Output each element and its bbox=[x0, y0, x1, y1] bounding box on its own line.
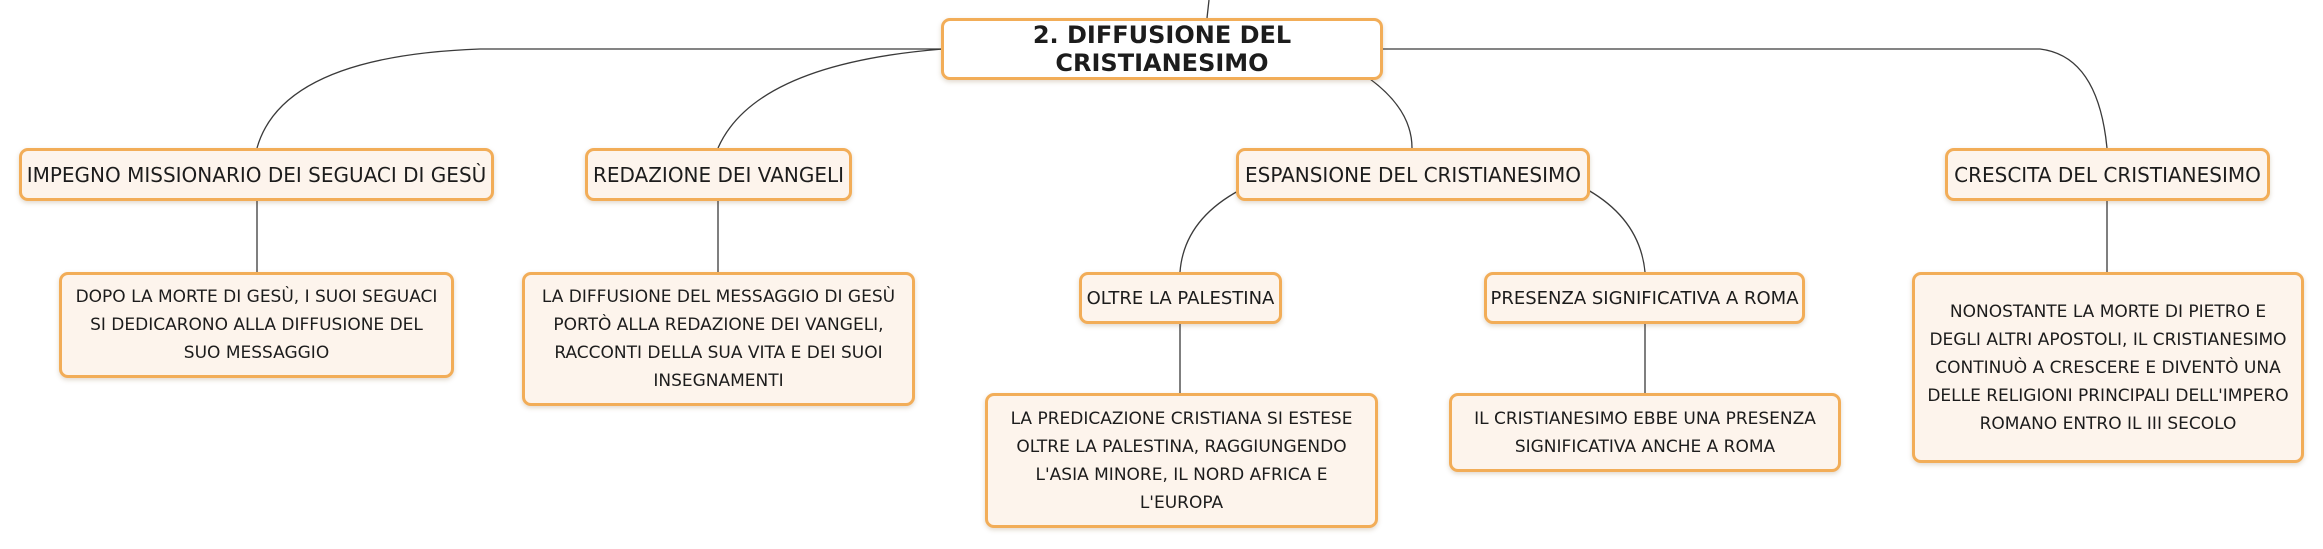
detail-roma[interactable]: IL CRISTIANESIMO EBBE UNA PRESENZA SIGNI… bbox=[1449, 393, 1841, 472]
topic-redazione-label: REDAZIONE DEI VANGELI bbox=[592, 162, 845, 187]
detail-redazione-text: LA DIFFUSIONE DEL MESSAGGIO DI GESÙ PORT… bbox=[541, 287, 896, 391]
topic-impegno-missionario[interactable]: IMPEGNO MISSIONARIO DEI SEGUACI DI GESÙ bbox=[19, 148, 494, 201]
detail-crescita[interactable]: NONOSTANTE LA MORTE DI PIETRO E DEGLI AL… bbox=[1912, 272, 2304, 463]
subtopic-presenza-roma[interactable]: PRESENZA SIGNIFICATIVA A ROMA bbox=[1484, 272, 1805, 324]
connector-espansione-roma bbox=[1587, 189, 1646, 273]
topic-redazione-vangeli[interactable]: REDAZIONE DEI VANGELI bbox=[585, 148, 852, 201]
detail-redazione[interactable]: LA DIFFUSIONE DEL MESSAGGIO DI GESÙ PORT… bbox=[522, 272, 915, 406]
connector-root-impegno bbox=[256, 48, 943, 149]
connector-root-parent bbox=[1206, 0, 1210, 19]
connector-root-espansione bbox=[1369, 78, 1413, 149]
detail-palestina[interactable]: LA PREDICAZIONE CRISTIANA SI ESTESE OLTR… bbox=[985, 393, 1378, 528]
topic-crescita-label: CRESCITA DEL CRISTIANESIMO bbox=[1954, 162, 2261, 187]
connector-root-crescita bbox=[1381, 48, 2108, 149]
central-topic[interactable]: 2. DIFFUSIONE DEL CRISTIANESIMO bbox=[941, 18, 1383, 80]
subtopic-palestina-label: OLTRE LA PALESTINA bbox=[1086, 287, 1275, 309]
detail-impegno-text: DOPO LA MORTE DI GESÙ, I SUOI SEGUACI SI… bbox=[75, 287, 438, 363]
connector-root-redazione bbox=[717, 48, 944, 149]
connector-espansione-palestina bbox=[1179, 189, 1241, 273]
topic-impegno-label: IMPEGNO MISSIONARIO DEI SEGUACI DI GESÙ bbox=[26, 162, 487, 187]
topic-espansione-label: ESPANSIONE DEL CRISTIANESIMO bbox=[1244, 162, 1582, 187]
central-topic-label: 2. DIFFUSIONE DEL CRISTIANESIMO bbox=[1032, 21, 1292, 77]
detail-crescita-text: NONOSTANTE LA MORTE DI PIETRO E DEGLI AL… bbox=[1927, 301, 2289, 434]
detail-roma-text: IL CRISTIANESIMO EBBE UNA PRESENZA SIGNI… bbox=[1474, 408, 1816, 457]
topic-crescita[interactable]: CRESCITA DEL CRISTIANESIMO bbox=[1945, 148, 2270, 201]
detail-palestina-text: LA PREDICAZIONE CRISTIANA SI ESTESE OLTR… bbox=[1010, 408, 1353, 513]
subtopic-roma-label: PRESENZA SIGNIFICATIVA A ROMA bbox=[1490, 287, 1799, 309]
topic-espansione[interactable]: ESPANSIONE DEL CRISTIANESIMO bbox=[1236, 148, 1590, 201]
subtopic-oltre-palestina[interactable]: OLTRE LA PALESTINA bbox=[1079, 272, 1282, 324]
detail-impegno[interactable]: DOPO LA MORTE DI GESÙ, I SUOI SEGUACI SI… bbox=[59, 272, 454, 378]
